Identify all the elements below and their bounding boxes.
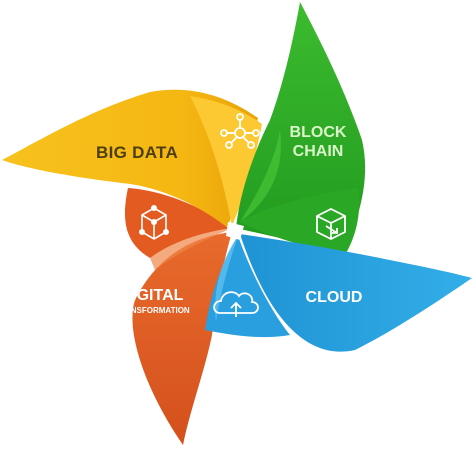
blade-orange-fold [124,188,232,258]
pinwheel-center [226,222,244,240]
blade-blue-shape [240,234,472,352]
blade-digital-transformation [124,188,232,445]
label-transformation: TRANSFORMATION [114,306,190,315]
blade-green-highlight [240,130,281,222]
network-nodes-icon [220,113,260,149]
blade-orange-highlight [150,228,232,270]
label-chain: CHAIN [293,143,344,160]
cloud-upload-icon [213,291,259,317]
label-digital: DIGITAL [121,287,184,304]
blade-orange-shape [132,232,232,445]
blade-cloud [205,234,472,352]
blade-blue-highlight [215,236,238,322]
blade-yellow-shape [2,89,258,228]
cube-network-icon [139,204,170,240]
box-arrow-icon [316,207,346,241]
label-block: BLOCK [290,124,347,141]
label-big-data: BIG DATA [96,143,178,162]
label-cloud: CLOUD [306,289,363,306]
